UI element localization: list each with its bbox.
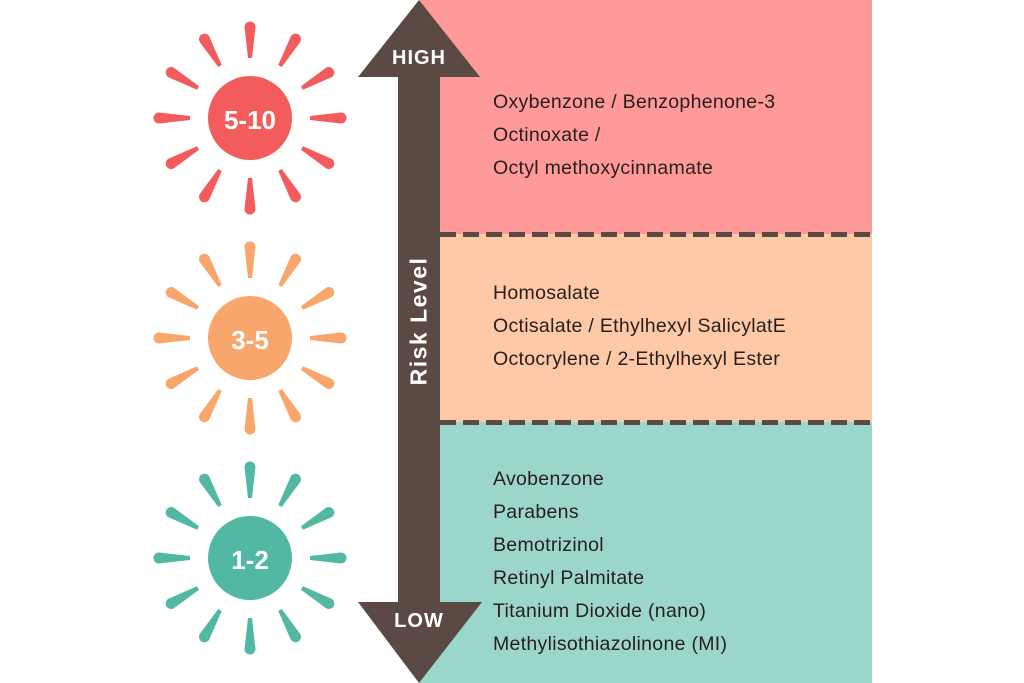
ingredient-item: Octinoxate / xyxy=(493,124,601,146)
divider-medium-low xyxy=(440,420,872,425)
high-label: HIGH xyxy=(392,47,446,69)
ingredient-item: Octisalate / Ethylhexyl SalicylatE xyxy=(493,315,787,337)
ingredient-item: Avobenzone xyxy=(493,468,605,490)
high-risk-ingredient-list: Oxybenzone / Benzophenone-3 Octinoxate /… xyxy=(493,86,775,185)
sun-icon-high: 5-10 xyxy=(150,20,350,220)
low-risk-ingredient-list: Avobenzone Parabens Bemotrizinol Retinyl… xyxy=(493,463,727,661)
medium-risk-ingredient-list: Homosalate Octisalate / Ethylhexyl Salic… xyxy=(493,277,786,376)
ingredient-item: Oxybenzone / Benzophenone-3 xyxy=(493,91,776,113)
risk-level-axis-label: Risk Level xyxy=(405,256,432,386)
sun-score-label: 1-2 xyxy=(231,545,269,575)
sun-icon-medium: 3-5 xyxy=(150,240,350,440)
ingredient-item: Octocrylene / 2-Ethylhexyl Ester xyxy=(493,348,781,370)
sun-score-label: 5-10 xyxy=(223,105,277,135)
low-label: LOW xyxy=(394,610,444,632)
ingredient-item: Octyl methoxycinnamate xyxy=(493,157,714,179)
low-risk-band xyxy=(420,422,872,683)
medium-risk-band xyxy=(420,234,872,422)
sun-score-label: 3-5 xyxy=(231,325,269,355)
sun-icon-low: 1-2 xyxy=(150,460,350,660)
ingredient-item: Methylisothiazolinone (MI) xyxy=(493,633,728,655)
ingredient-item: Retinyl Palmitate xyxy=(493,567,645,589)
ingredient-item: Bemotrizinol xyxy=(493,534,604,556)
ingredient-item: Parabens xyxy=(493,501,579,523)
high-risk-band xyxy=(420,0,872,234)
divider-high-medium xyxy=(440,232,872,237)
ingredient-item: Homosalate xyxy=(493,282,601,304)
ingredient-item: Titanium Dioxide (nano) xyxy=(493,600,707,622)
